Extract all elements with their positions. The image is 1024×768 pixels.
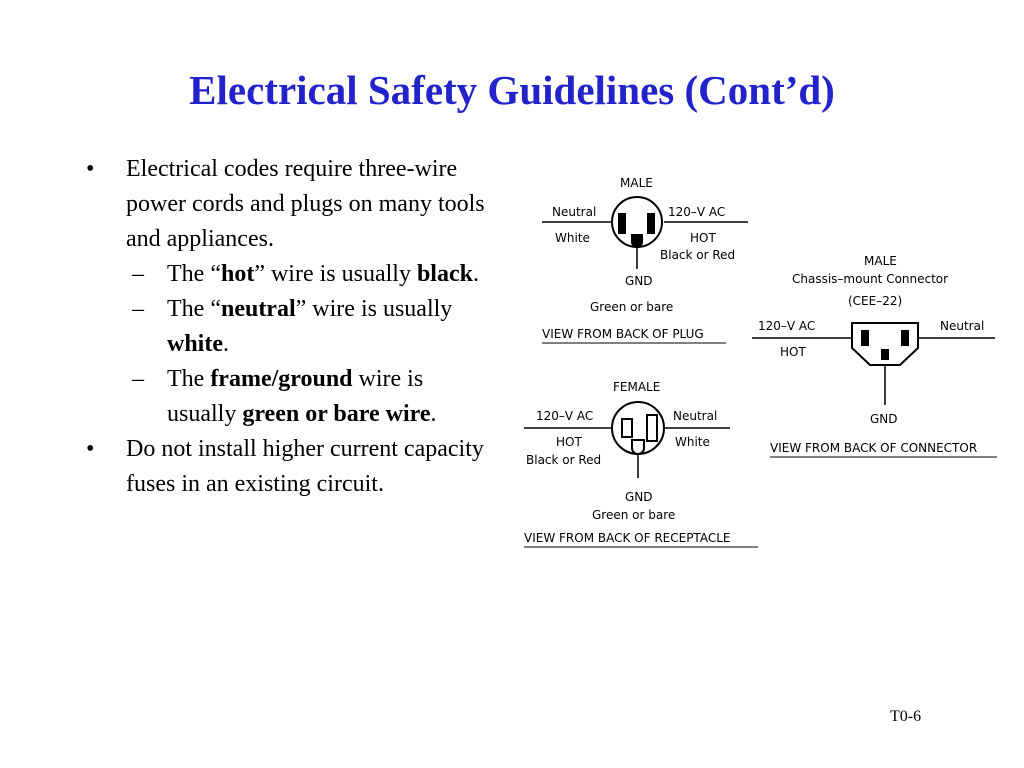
- receptacle-left-hot: HOT: [556, 435, 582, 449]
- bullet-item-1: • Electrical codes require three-wire po…: [86, 152, 496, 257]
- bullet-marker: •: [86, 436, 95, 462]
- receptacle-slot: [621, 418, 633, 438]
- connector-pin: [901, 330, 909, 346]
- bold-term: hot: [220, 261, 255, 287]
- plug-right-color: Black or Red: [660, 248, 735, 262]
- plug-ground-pin: [631, 234, 643, 248]
- receptacle-ground-hole: [631, 439, 645, 455]
- bold-term: frame/ground: [210, 366, 353, 392]
- connector-heading: MALE: [864, 254, 897, 268]
- text-part: wire is usually: [167, 366, 424, 427]
- plug-caption: VIEW FROM BACK OF PLUG: [542, 327, 704, 341]
- bold-term: green or bare wire: [242, 401, 431, 427]
- bullet-text: Electrical codes require three-wire powe…: [126, 156, 485, 252]
- plug-gnd: GND: [625, 274, 653, 288]
- plug-left-color: White: [555, 231, 590, 245]
- connector-subheading: Chassis–mount Connector: [792, 272, 948, 286]
- plug-left-label: Neutral: [552, 205, 596, 219]
- receptacle-left-color: Black or Red: [526, 453, 601, 467]
- connector-diagram: MALE Chassis–mount Connector (CEE–22) 12…: [752, 254, 997, 458]
- plug-right-label: 120–V AC: [668, 205, 725, 219]
- receptacle-slot: [646, 414, 658, 442]
- connector-outline: [851, 322, 919, 366]
- wiring-diagram: MALE Neutral White 120–V AC HOT Black or…: [524, 176, 997, 548]
- receptacle-heading: FEMALE: [613, 380, 660, 394]
- connector-left-label: 120–V AC: [758, 319, 815, 333]
- text-part: The: [167, 366, 211, 392]
- bold-term: neutral: [220, 296, 296, 322]
- connector-ground-pin: [881, 349, 889, 360]
- sub-bullet-hot: – The “hot” wire is usually black.: [132, 257, 496, 292]
- receptacle-caption: VIEW FROM BACK OF RECEPTACLE: [524, 531, 730, 545]
- connector-pin: [861, 330, 869, 346]
- text-part: ” wire is usually: [254, 261, 417, 287]
- text-part: The “: [167, 296, 221, 322]
- sub-bullet-marker: –: [132, 261, 144, 287]
- bullet-list: • Electrical codes require three-wire po…: [86, 152, 496, 502]
- receptacle-right-color: White: [675, 435, 710, 449]
- sub-bullet-neutral: – The “neutral” wire is usually white.: [132, 292, 496, 362]
- connector-right-label: Neutral: [940, 319, 984, 333]
- sub-bullet-marker: –: [132, 366, 144, 392]
- connector-caption: VIEW FROM BACK OF CONNECTOR: [770, 441, 977, 455]
- bullet-text: Do not install higher current capacity f…: [126, 436, 484, 497]
- bullet-marker: •: [86, 156, 95, 182]
- receptacle-right-label: Neutral: [673, 409, 717, 423]
- bold-term: white: [167, 331, 223, 357]
- plug-prong: [618, 213, 626, 234]
- receptacle-diagram: FEMALE 120–V AC HOT Black or Red Neutral…: [524, 380, 758, 548]
- slide-number: T0-6: [890, 708, 922, 725]
- sub-bullet-text: The “neutral” wire is usually white.: [167, 292, 496, 362]
- plug-gnd-color: Green or bare: [590, 300, 673, 314]
- text-part: .: [430, 401, 437, 427]
- plug-heading: MALE: [620, 176, 653, 190]
- sub-bullet-ground: – The frame/ground wire is usually green…: [132, 362, 496, 432]
- connector-gnd: GND: [870, 412, 898, 426]
- slide-title: Electrical Safety Guidelines (Cont’d): [189, 67, 835, 113]
- sub-bullet-text: The frame/ground wire is usually green o…: [167, 362, 496, 432]
- sub-bullet-marker: –: [132, 296, 144, 322]
- text-part: .: [472, 261, 479, 287]
- plug-prong: [647, 213, 655, 234]
- plug-diagram: MALE Neutral White 120–V AC HOT Black or…: [542, 176, 748, 344]
- plug-right-hot: HOT: [690, 231, 716, 245]
- text-part: ” wire is usually: [295, 296, 453, 322]
- bullet-item-2: • Do not install higher current capacity…: [86, 432, 496, 502]
- connector-standard: (CEE–22): [848, 294, 902, 308]
- connector-left-hot: HOT: [780, 345, 806, 359]
- bold-term: black: [416, 261, 473, 287]
- sub-bullet-text: The “hot” wire is usually black.: [167, 257, 479, 292]
- receptacle-left-label: 120–V AC: [536, 409, 593, 423]
- receptacle-gnd: GND: [625, 490, 653, 504]
- text-part: The “: [167, 261, 221, 287]
- text-part: .: [223, 331, 229, 357]
- receptacle-gnd-color: Green or bare: [592, 508, 675, 522]
